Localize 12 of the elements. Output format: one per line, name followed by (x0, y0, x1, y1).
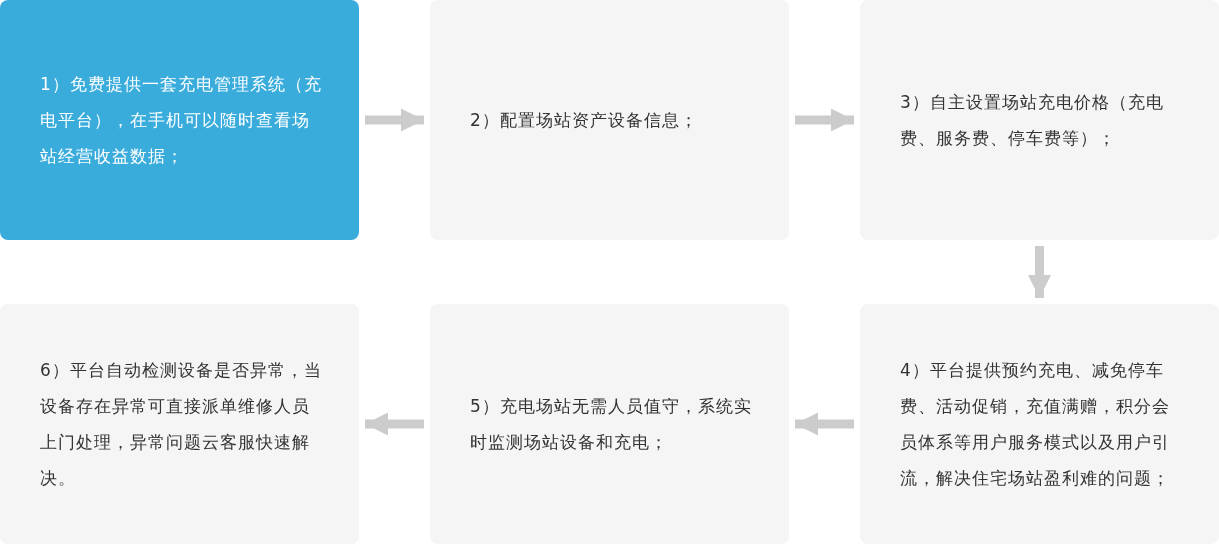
process-box (0, 0, 359, 240)
arrow (795, 412, 854, 436)
step-text: 5）充电场站无需人员值守，系统实时监测场站设备和充电； (470, 395, 753, 454)
arrow (1027, 246, 1052, 298)
step-text: 2）配置场站资产设备信息； (470, 109, 698, 132)
step-text: 6）平台自动检测设备是否异常，当设备存在异常可直接派单维修人员上门处理，异常问题云客服快速解决。 (40, 359, 323, 490)
step-text: 3）自主设置场站充电价格（充电费、服务费、停车费等）； (900, 91, 1165, 150)
step-text: 1）免费提供一套充电管理系统（充电平台），在手机可以随时查看场站经营收益数据； (40, 73, 323, 168)
step-text: 4）平台提供预约充电、减免停车费、活动促销，充值满赠，积分会员体系等用户服务模式以及用户引流，解决住宅场站盈利难的问题； (900, 359, 1171, 490)
arrow (365, 412, 424, 436)
arrow (365, 108, 424, 132)
arrow (795, 108, 854, 132)
